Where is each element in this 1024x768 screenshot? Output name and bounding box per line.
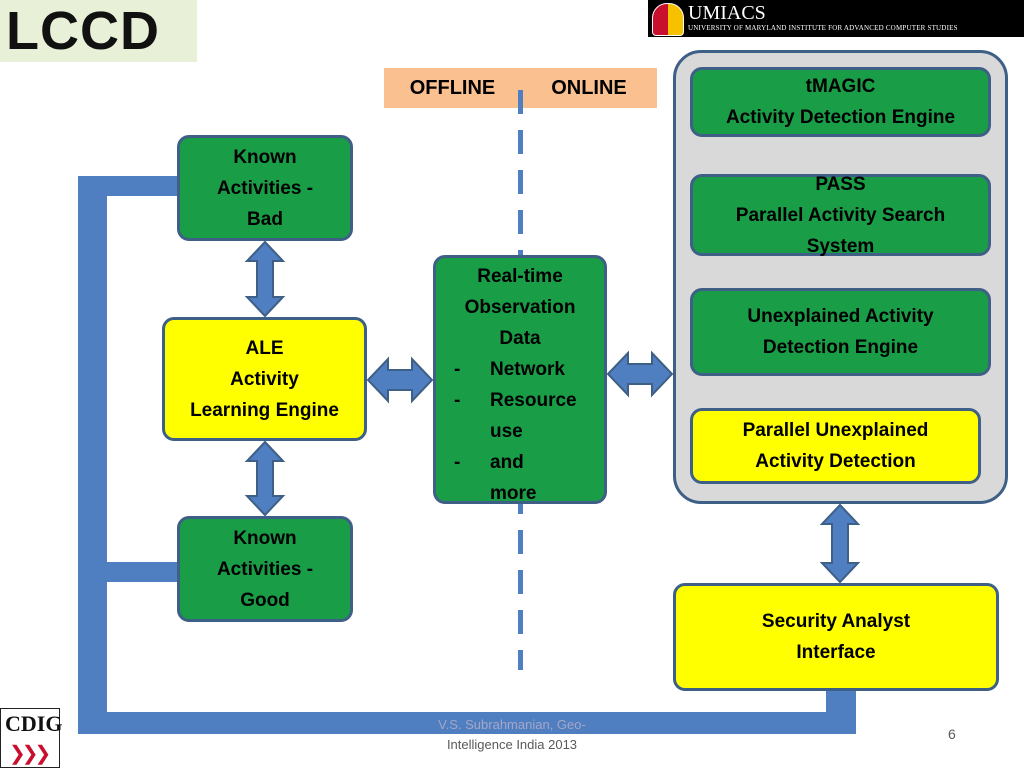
known-good-line-1: Known	[233, 527, 297, 549]
umiacs-logo-subtitle: UNIVERSITY OF MARYLAND INSTITUTE FOR ADV…	[688, 24, 958, 32]
double-arrow-observation-online-icon	[606, 350, 674, 398]
feedback-line-mid	[78, 562, 179, 582]
footer-citation: V.S. Subrahmanian, Geo- Intelligence Ind…	[392, 715, 632, 755]
pass-line-1: PASS	[815, 173, 866, 195]
unexplained-line-1: Unexplained Activity	[747, 306, 934, 327]
observation-title-line-1: Real-time	[477, 266, 563, 287]
observation-item-resource: - Resource use	[436, 385, 604, 447]
observation-item-label: Network	[490, 359, 565, 380]
footer-line-2: Intelligence India 2013	[446, 737, 578, 752]
cdig-logo: CDIG ❯❯❯	[0, 708, 63, 768]
chevrons-icon: ❯❯❯	[9, 743, 51, 765]
maryland-flag-icon	[652, 3, 684, 36]
analyst-line-1: Security Analyst	[761, 611, 911, 632]
observation-item-network: - Network	[436, 354, 604, 385]
unexplained-line-2: Detection Engine	[762, 337, 919, 358]
online-header: ONLINE	[521, 68, 657, 108]
page-number: 6	[948, 726, 956, 742]
feedback-line-top	[78, 176, 179, 196]
double-arrow-online-analyst-icon	[819, 503, 861, 584]
double-arrow-bad-ale-icon	[244, 240, 286, 318]
pass-line-3: System	[806, 235, 875, 257]
observation-title-line-2: Observation	[464, 297, 576, 318]
analyst-line-2: Interface	[796, 642, 876, 663]
observation-item-line: Resource	[490, 390, 577, 411]
bullet-dash: -	[454, 359, 461, 380]
feedback-line-right	[826, 688, 856, 734]
known-activities-bad-box: Known Activities - Bad	[177, 135, 353, 241]
umiacs-logo: UMIACS UNIVERSITY OF MARYLAND INSTITUTE …	[648, 0, 1024, 37]
known-activities-good-box: Known Activities - Good	[177, 516, 353, 622]
bullet-dash: -	[454, 452, 461, 473]
lccd-logo-text: LCCD	[6, 1, 160, 61]
observation-item-more: - and more	[436, 447, 604, 509]
footer-line-1: V.S. Subrahmanian, Geo-	[438, 717, 586, 732]
known-bad-line-1: Known	[233, 146, 297, 168]
double-arrow-ale-good-icon	[244, 440, 286, 517]
ale-line-1: ALE	[245, 337, 284, 359]
pass-line-2: Parallel Activity Search	[735, 204, 946, 226]
tmagic-line-1: tMAGIC	[805, 76, 876, 97]
observation-item-label: Resource use	[486, 385, 577, 447]
known-good-line-3: Good	[240, 589, 290, 611]
double-arrow-ale-observation-icon	[366, 356, 434, 404]
cdig-logo-text: CDIG	[5, 711, 63, 736]
parallel-unexplained-box: Parallel Unexplained Activity Detection	[690, 408, 981, 484]
bullet-dash: -	[454, 390, 461, 411]
offline-header: OFFLINE	[384, 68, 521, 108]
observation-item-label: and more	[486, 447, 536, 509]
tmagic-line-2: Activity Detection Engine	[725, 107, 956, 128]
ale-line-3: Learning Engine	[190, 399, 339, 421]
observation-item-line: use	[490, 421, 523, 442]
observation-item-line: and	[490, 452, 524, 473]
lccd-logo: LCCD	[0, 0, 197, 62]
tmagic-box: tMAGIC Activity Detection Engine	[690, 67, 991, 137]
unexplained-activity-box: Unexplained Activity Detection Engine	[690, 288, 991, 376]
known-good-line-2: Activities -	[216, 558, 314, 580]
parallel-unexplained-line-1: Parallel Unexplained	[742, 420, 929, 441]
observation-item-line: more	[490, 483, 537, 504]
observation-data-box: Real-time Observation Data - Network - R…	[433, 255, 607, 504]
known-bad-line-3: Bad	[247, 208, 283, 230]
online-label: ONLINE	[551, 77, 627, 99]
pass-box: PASS Parallel Activity Search System	[690, 174, 991, 257]
observation-title-line-3: Data	[499, 328, 541, 349]
security-analyst-box: Security Analyst Interface	[673, 583, 999, 691]
feedback-line-left	[78, 176, 107, 712]
observation-list: - Network - Resource use - and more	[436, 354, 604, 509]
feedback-line-bottom	[78, 712, 856, 734]
known-bad-line-2: Activities -	[216, 177, 314, 199]
parallel-unexplained-line-2: Activity Detection	[755, 451, 916, 472]
ale-line-2: Activity	[230, 368, 299, 390]
ale-box: ALE Activity Learning Engine	[162, 317, 367, 441]
offline-label: OFFLINE	[409, 77, 496, 99]
umiacs-logo-name: UMIACS	[688, 2, 766, 24]
